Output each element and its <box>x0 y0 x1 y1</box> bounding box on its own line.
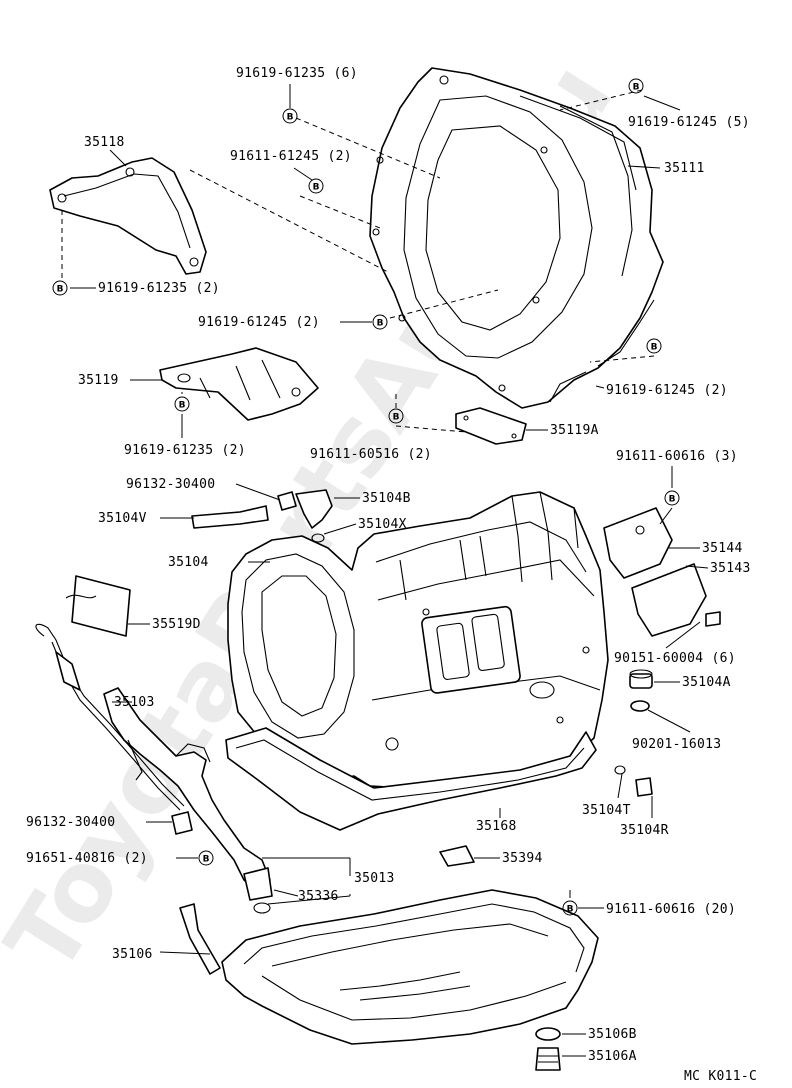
bell-housing-35111 <box>369 67 664 409</box>
label-35119A: 35119A <box>550 423 599 438</box>
label-35104R: 35104R <box>620 823 669 838</box>
oil-strainer-pipe <box>179 903 221 975</box>
bolt-marker-letter: B <box>377 319 384 329</box>
diagram-code: MC K011-C <box>684 1069 757 1084</box>
bolt-marker-letter: B <box>393 413 400 423</box>
gasket-35168 <box>225 727 597 831</box>
bolt-marker-91611-60616-20: B <box>562 900 578 916</box>
bolt-marker-letter: B <box>57 285 64 295</box>
label-35119: 35119 <box>78 373 119 388</box>
bolt-90151-60004 <box>705 611 721 627</box>
label-35104T: 35104T <box>582 803 631 818</box>
label-96132-30400-top: 96132-30400 <box>126 477 215 492</box>
label-35104A: 35104A <box>682 675 731 690</box>
label-35118: 35118 <box>84 135 125 150</box>
bolt-marker-91611-60516-2: B <box>388 408 404 424</box>
bracket-35118 <box>49 157 207 275</box>
label-91611-60616-20: 91611-60616 (20) <box>606 902 736 917</box>
bolt-marker-letter: B <box>313 183 320 193</box>
label-35168: 35168 <box>476 819 517 834</box>
drain-plug-35106A <box>535 1047 561 1071</box>
plate-35119A <box>455 407 527 445</box>
label-35104: 35104 <box>168 555 209 570</box>
filler-tube-35013 <box>103 687 273 901</box>
label-card-35519D <box>65 575 131 637</box>
bolt-marker-91619-61245-2b: B <box>646 338 662 354</box>
leader-lines <box>61 84 709 1057</box>
label-91619-61245-5: 91619-61245 (5) <box>628 115 750 130</box>
label-35144: 35144 <box>702 541 743 556</box>
label-35336: 35336 <box>298 889 339 904</box>
label-91619-61235-2a: 91619-61235 (2) <box>98 281 220 296</box>
bolt-marker-letter: B <box>287 113 294 123</box>
bolt-marker-letter: B <box>669 495 676 505</box>
label-35103: 35103 <box>114 695 155 710</box>
label-35111: 35111 <box>664 161 705 176</box>
hose-35104V <box>191 505 269 529</box>
label-96132-30400-bottom: 96132-30400 <box>26 815 115 830</box>
bolt-marker-91619-61235-2a: B <box>52 280 68 296</box>
bolt-marker-letter: B <box>633 83 640 93</box>
clamp-96132-30400-top <box>277 491 297 511</box>
label-90201-16013: 90201-16013 <box>632 737 721 752</box>
part-labels: 91619-61235 (6) 91619-61245 (5) 35111 35… <box>26 66 757 1084</box>
clamp-96132-30400-bottom <box>171 811 193 835</box>
label-91611-60616-3: 91611-60616 (3) <box>616 449 738 464</box>
o-ring-35104X <box>311 533 325 543</box>
label-91619-61245-2b: 91619-61245 (2) <box>606 383 728 398</box>
label-91611-61245-2: 91611-61245 (2) <box>230 149 352 164</box>
bolt-marker-91611-60616-3: B <box>664 490 680 506</box>
gasket-90201-16013 <box>630 700 650 712</box>
label-35104X: 35104X <box>358 517 407 532</box>
bolt-marker-letter: B <box>567 905 574 915</box>
bolt-marker-91619-61235-6: B <box>282 108 298 124</box>
label-90151-60004-6: 90151-60004 (6) <box>614 651 736 666</box>
bracket-35119 <box>159 347 319 421</box>
label-35106B: 35106B <box>588 1027 637 1042</box>
o-ring-35104T <box>614 765 626 775</box>
dipstick-35103 <box>35 623 185 811</box>
label-35106A: 35106A <box>588 1049 637 1064</box>
gasket-35106B <box>535 1027 561 1041</box>
bolt-marker-letter: B <box>651 343 658 353</box>
label-35104V: 35104V <box>98 511 147 526</box>
cover-35144 <box>603 507 673 579</box>
bolt-marker-91619-61245-5: B <box>628 78 644 94</box>
oil-pan-35106 <box>221 889 599 1045</box>
plug-35104R <box>635 777 653 797</box>
bolt-marker-91651-40816-2: B <box>198 850 214 866</box>
bolt-marker-91619-61235-2b: B <box>174 396 190 412</box>
label-35519D: 35519D <box>152 617 201 632</box>
union-35104B <box>295 489 333 529</box>
gasket-35336 <box>253 902 271 914</box>
label-91619-61235-2b: 91619-61235 (2) <box>124 443 246 458</box>
pad-35394 <box>439 845 475 867</box>
label-35106: 35106 <box>112 947 153 962</box>
gasket-35143 <box>631 563 707 637</box>
label-35013: 35013 <box>354 871 395 886</box>
label-35143: 35143 <box>710 561 751 576</box>
bolt-marker-letter: B <box>179 401 186 411</box>
label-35394: 35394 <box>502 851 543 866</box>
transmission-case-35104 <box>227 491 609 789</box>
label-35104B: 35104B <box>362 491 411 506</box>
bolt-marker-91619-61245-2a: B <box>372 314 388 330</box>
label-91651-40816-2: 91651-40816 (2) <box>26 851 148 866</box>
plug-35104A <box>629 669 653 689</box>
label-91619-61245-2a: 91619-61245 (2) <box>198 315 320 330</box>
label-91611-60516-2: 91611-60516 (2) <box>310 447 432 462</box>
bolt-marker-91611-61245-2: B <box>308 178 324 194</box>
bolt-marker-letter: B <box>203 855 210 865</box>
label-91619-61235-6: 91619-61235 (6) <box>236 66 358 81</box>
